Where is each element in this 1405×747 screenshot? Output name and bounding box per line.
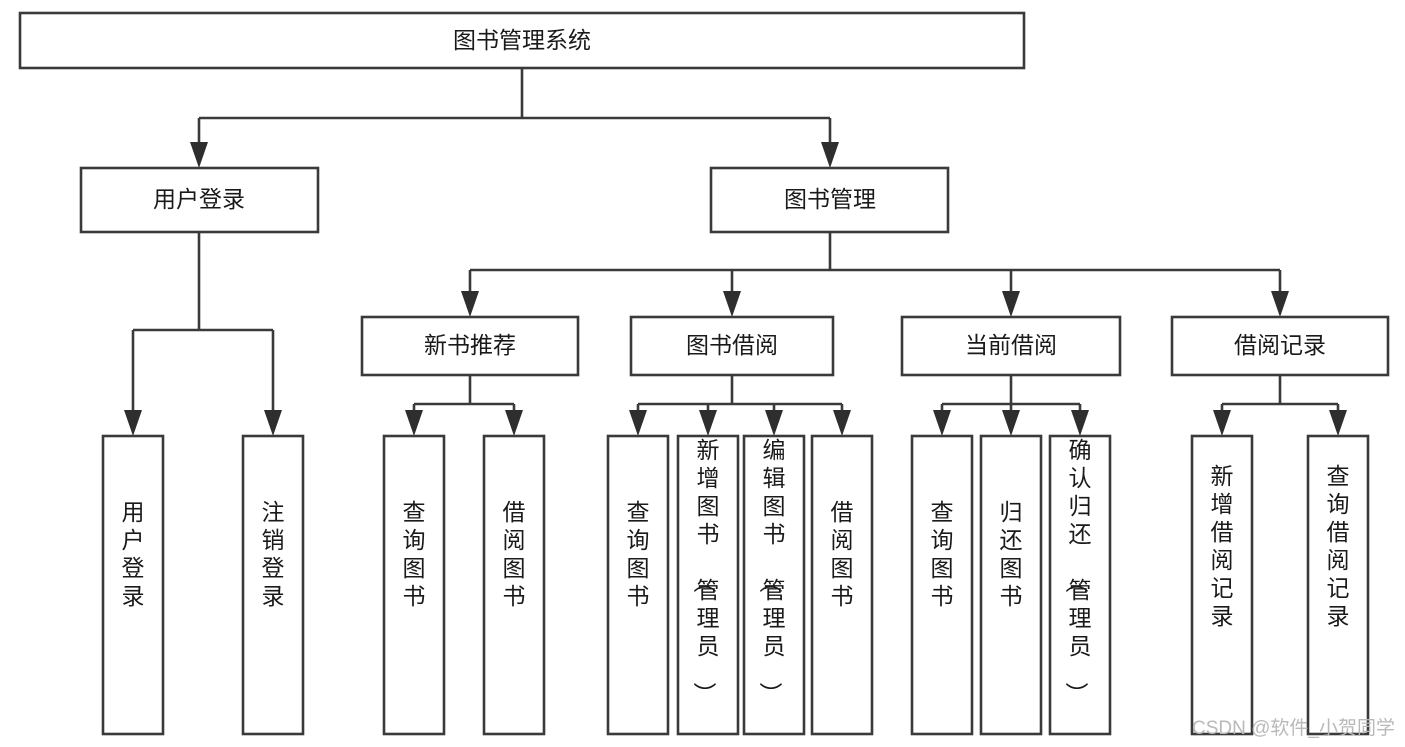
leaf-book-borrow-2[interactable]: 新增图书（管理员） — [676, 434, 740, 736]
node-borrow-record[interactable]: 借阅记录 — [1170, 315, 1390, 377]
leaf-book-borrow-2-box[interactable] — [676, 434, 740, 736]
leaf-book-borrow-3-box[interactable] — [742, 434, 806, 736]
arrow-new-book-leaf-2 — [505, 410, 523, 436]
arrow-current-borrow-leaf-3 — [1071, 410, 1089, 436]
leaf-user-login-1[interactable]: 用户登录 — [101, 434, 165, 736]
arrow-current-borrow-leaf-2 — [1002, 410, 1020, 436]
arrow-book-mgmt-child-2 — [723, 291, 741, 317]
leaf-borrow-record-2-label: 查询借阅记录 — [1327, 463, 1350, 629]
leaf-book-borrow-1-box[interactable] — [606, 434, 670, 736]
leaf-new-book-2[interactable]: 借阅图书 — [482, 434, 546, 736]
node-root-label: 图书管理系统 — [453, 27, 591, 53]
leaf-current-borrow-3-label: 确认归还（管理员） — [1064, 437, 1092, 705]
arrow-user-login-leaf-1 — [124, 410, 142, 436]
node-book-management[interactable]: 图书管理 — [709, 166, 950, 234]
node-user-login[interactable]: 用户登录 — [79, 166, 320, 234]
node-new-book-recommend[interactable]: 新书推荐 — [360, 315, 580, 377]
arrow-borrow-record-leaf-2 — [1329, 410, 1347, 436]
leaf-book-borrow-4-label: 借阅图书 — [831, 499, 854, 609]
leaf-borrow-record-1-label: 新增借阅记录 — [1211, 463, 1234, 629]
arrow-new-book-leaf-1 — [405, 410, 423, 436]
arrow-user-login-leaf-2 — [264, 410, 282, 436]
node-new-book-recommend-label: 新书推荐 — [424, 332, 516, 358]
leaf-current-borrow-2[interactable]: 归还图书 — [979, 434, 1043, 736]
node-borrow-record-box[interactable] — [1170, 315, 1390, 377]
node-current-borrow-label: 当前借阅 — [965, 332, 1057, 358]
node-book-management-box[interactable] — [709, 166, 950, 234]
leaf-user-login-2-label: 注销登录 — [262, 499, 285, 609]
leaf-borrow-record-2[interactable]: 查询借阅记录 — [1306, 434, 1370, 736]
arrow-root-to-book-mgmt — [821, 142, 839, 168]
leaf-book-borrow-3[interactable]: 编辑图书（管理员） — [742, 434, 806, 736]
node-new-book-recommend-box[interactable] — [360, 315, 580, 377]
leaf-current-borrow-3[interactable]: 确认归还（管理员） — [1048, 434, 1112, 736]
node-book-management-label: 图书管理 — [784, 186, 876, 212]
arrow-book-mgmt-child-3 — [1002, 291, 1020, 317]
arrow-book-borrow-leaf-1 — [629, 410, 647, 436]
node-user-login-label: 用户登录 — [153, 186, 245, 212]
node-current-borrow[interactable]: 当前借阅 — [900, 315, 1122, 377]
leaf-current-borrow-1[interactable]: 查询图书 — [910, 434, 974, 736]
leaf-new-book-1[interactable]: 查询图书 — [382, 434, 446, 736]
arrow-book-borrow-leaf-4 — [833, 410, 851, 436]
arrow-current-borrow-leaf-1 — [933, 410, 951, 436]
arrow-borrow-record-leaf-1 — [1213, 410, 1231, 436]
node-root-box[interactable] — [18, 11, 1026, 70]
arrow-book-borrow-leaf-3 — [765, 410, 783, 436]
leaf-book-borrow-4-box[interactable] — [810, 434, 874, 736]
leaf-current-borrow-3-box[interactable] — [1048, 434, 1112, 736]
arrow-book-borrow-leaf-2 — [699, 410, 717, 436]
node-root[interactable]: 图书管理系统 — [18, 11, 1026, 70]
leaf-current-borrow-1-box[interactable] — [910, 434, 974, 736]
leaf-new-book-2-label: 借阅图书 — [503, 499, 526, 609]
leaf-borrow-record-1[interactable]: 新增借阅记录 — [1190, 434, 1254, 736]
node-book-borrow[interactable]: 图书借阅 — [629, 315, 835, 377]
node-current-borrow-box[interactable] — [900, 315, 1122, 377]
leaf-user-login-2[interactable]: 注销登录 — [241, 434, 305, 736]
leaf-user-login-1-label: 用户登录 — [122, 499, 145, 609]
arrow-book-mgmt-child-1 — [461, 291, 479, 317]
node-user-login-box[interactable] — [79, 166, 320, 234]
leaf-current-borrow-2-label: 归还图书 — [1000, 499, 1023, 609]
connector-layer — [124, 68, 1347, 436]
leaf-book-borrow-3-label: 编辑图书（管理员） — [758, 437, 786, 705]
leaf-borrow-record-2-box[interactable] — [1306, 434, 1370, 736]
node-borrow-record-label: 借阅记录 — [1234, 332, 1326, 358]
leaf-book-borrow-4[interactable]: 借阅图书 — [810, 434, 874, 736]
leaf-book-borrow-2-label: 新增图书（管理员） — [692, 437, 720, 705]
node-book-borrow-box[interactable] — [629, 315, 835, 377]
leaf-book-borrow-1[interactable]: 查询图书 — [606, 434, 670, 736]
node-book-borrow-label: 图书借阅 — [686, 332, 778, 358]
leaf-current-borrow-1-label: 查询图书 — [931, 499, 954, 609]
leaf-current-borrow-2-box[interactable] — [979, 434, 1043, 736]
leaf-borrow-record-1-box[interactable] — [1190, 434, 1254, 736]
leaf-new-book-1-label: 查询图书 — [403, 499, 426, 609]
leaf-user-login-1-box[interactable] — [101, 434, 165, 736]
leaf-user-login-2-box[interactable] — [241, 434, 305, 736]
arrow-root-to-user-login — [190, 142, 208, 168]
leaf-book-borrow-1-label: 查询图书 — [627, 499, 650, 609]
arrow-book-mgmt-child-4 — [1271, 291, 1289, 317]
watermark-label: CSDN @软件_小贺同学 — [1192, 717, 1395, 739]
leaf-new-book-2-box[interactable] — [482, 434, 546, 736]
leaf-new-book-1-box[interactable] — [382, 434, 446, 736]
